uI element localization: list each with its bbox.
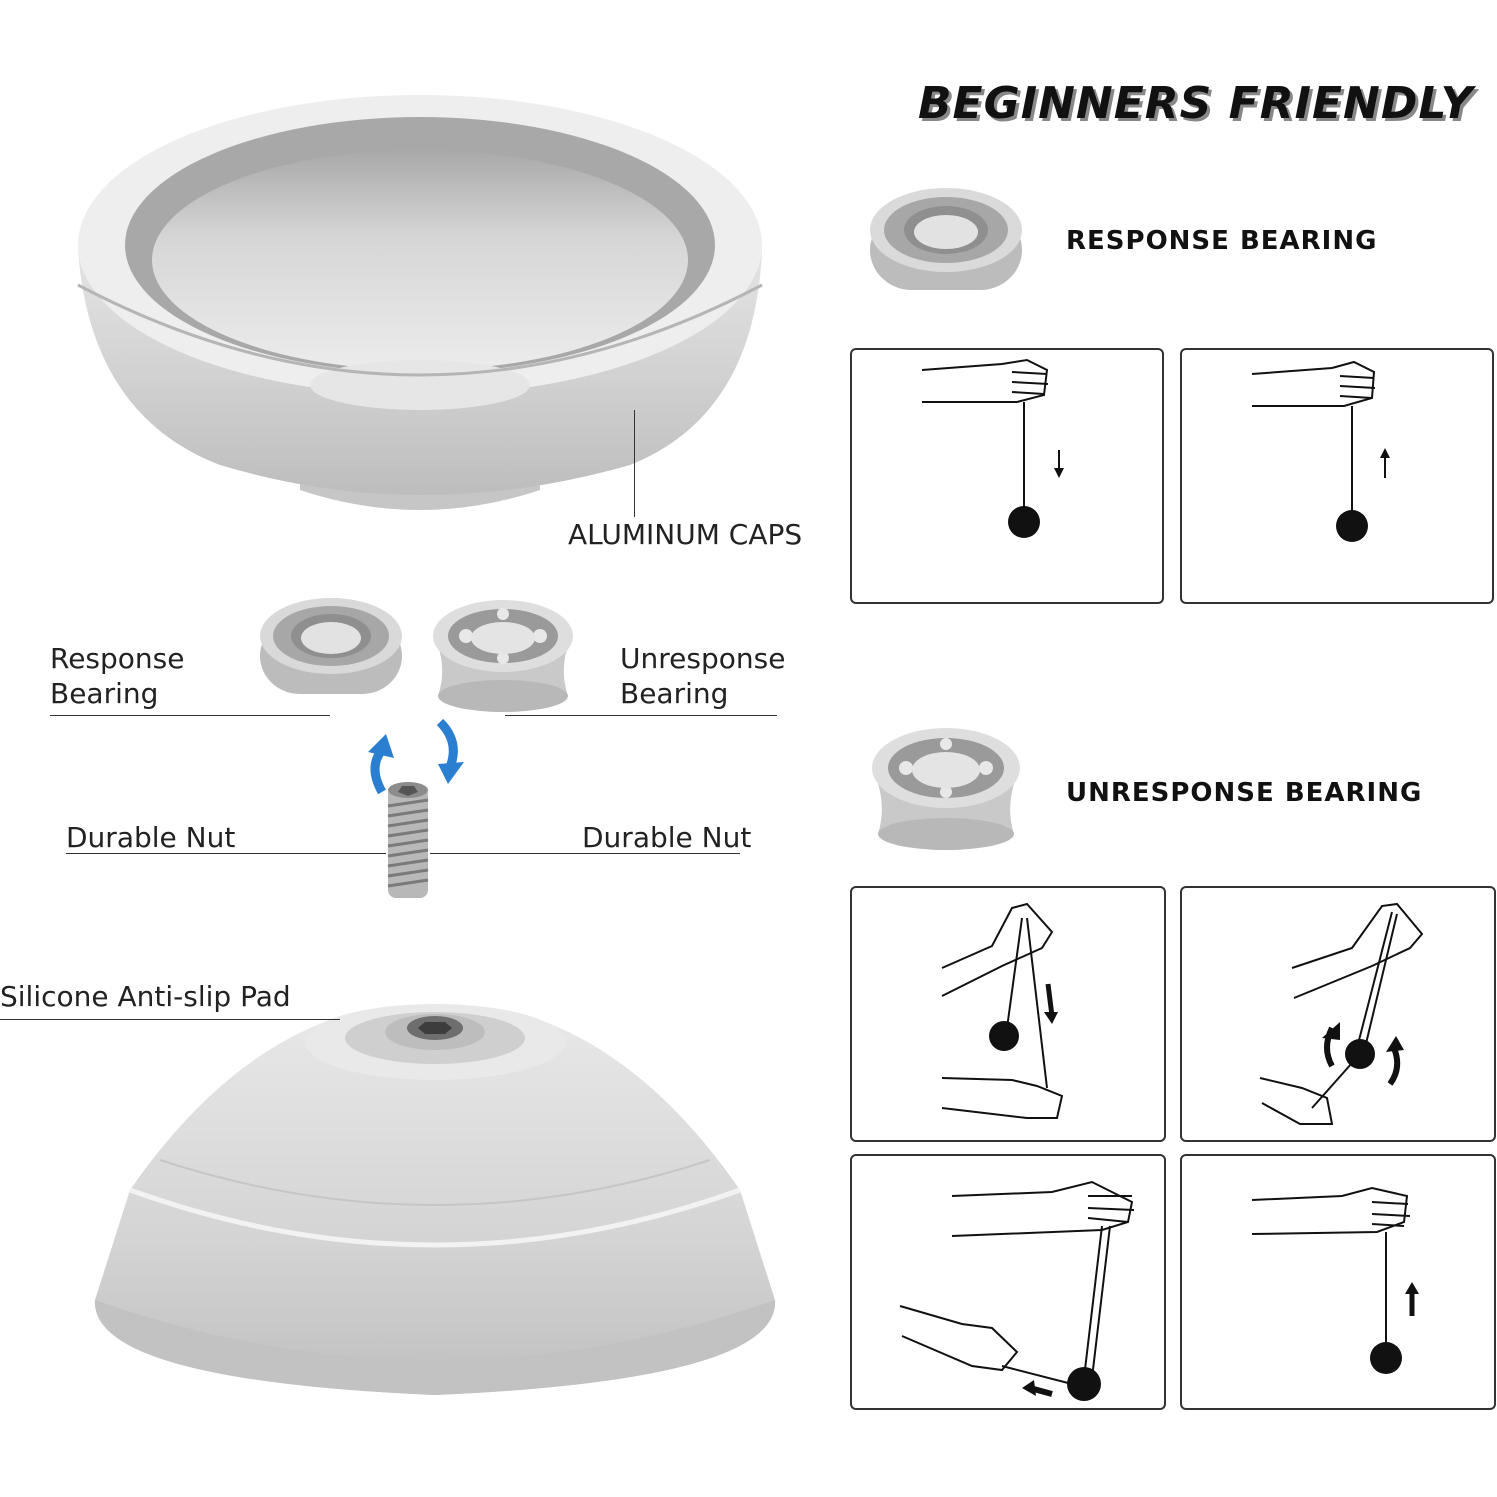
aluminum-cap-image: [77, 95, 763, 510]
durable-nut-right-leader: [430, 853, 740, 854]
aluminum-caps-label: ALUMINUM CAPS: [568, 518, 803, 551]
durable-nut-image: [387, 782, 429, 898]
page-title: BEGINNERS FRIENDLY: [918, 78, 1474, 129]
return-up-unresponse-illustration: [1251, 1186, 1419, 1374]
response-bearing-image: [260, 598, 402, 694]
unresponse-bearing-label-line2: Bearing: [620, 677, 729, 710]
unresponse-bearing-image: [433, 600, 573, 712]
unresponse-step-3-panel: [850, 1154, 1166, 1410]
unresponse-step-2-panel: [1180, 886, 1496, 1142]
response-bearing-icon: [870, 188, 1022, 290]
response-step-2-panel: [1180, 348, 1494, 604]
response-step-1-panel: [850, 348, 1164, 604]
response-bearing-heading: RESPONSE BEARING: [1066, 226, 1378, 256]
throw-down-illustration: [921, 358, 1064, 538]
response-bearing-leader: [50, 715, 330, 716]
bind-throw-illustration: [941, 902, 1064, 1119]
durable-nut-left-label: Durable Nut: [66, 821, 236, 854]
silicone-pad-label: Silicone Anti-slip Pad: [0, 980, 291, 1013]
durable-nut-right-label: Durable Nut: [582, 821, 752, 854]
unresponse-bearing-icon: [872, 728, 1020, 850]
unresponse-step-4-panel: [1180, 1154, 1496, 1410]
unresponse-bearing-heading: UNRESPONSE BEARING: [1066, 778, 1423, 808]
return-up-illustration: [1251, 360, 1390, 542]
bind-spin-illustration: [1259, 902, 1424, 1125]
unresponse-bearing-label-line1: Unresponse: [620, 642, 786, 675]
unresponse-bearing-leader: [505, 715, 777, 716]
unresponse-step-1-panel: [850, 886, 1166, 1142]
aluminum-caps-leader: [634, 410, 635, 517]
bind-pull-illustration: [899, 1180, 1135, 1401]
silicone-pad-leader: [0, 1019, 340, 1020]
swap-arrows-icon: [368, 718, 464, 795]
bottom-cap-image: [94, 1004, 776, 1395]
response-bearing-label-line1: Response: [50, 642, 185, 675]
response-bearing-label-line2: Bearing: [50, 677, 159, 710]
durable-nut-left-leader: [66, 853, 386, 854]
